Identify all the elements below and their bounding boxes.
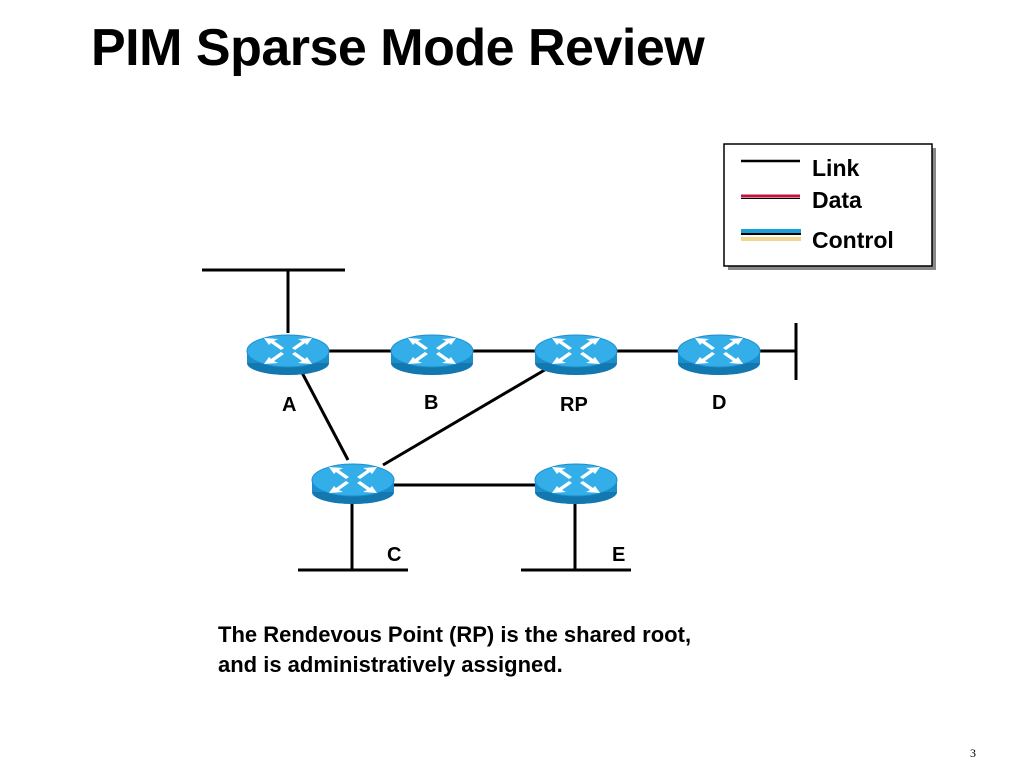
router-rp-label: RP [560, 394, 588, 416]
router-b-label: B [424, 392, 438, 414]
router-a-label: A [282, 394, 296, 416]
router-d-label: D [712, 392, 726, 414]
router-icon [390, 334, 474, 376]
router-d: D [677, 334, 761, 414]
router-icon [311, 463, 395, 505]
legend-data-label: Data [812, 187, 862, 213]
legend-control-swatch-blue [741, 229, 801, 233]
router-c: C [311, 463, 401, 566]
page-title: PIM Sparse Mode Review [91, 19, 705, 77]
router-icon [246, 334, 330, 376]
router-icon [534, 463, 618, 505]
router-c-label: C [387, 544, 401, 566]
legend-box [723, 143, 933, 267]
caption: The Rendevous Point (RP) is the shared r… [218, 620, 818, 680]
legend-link-label: Link [812, 155, 859, 181]
caption-line-2: and is administratively assigned. [218, 652, 563, 677]
legend-control-swatch-edge [741, 233, 801, 235]
page-number: 3 [970, 746, 976, 760]
legend-control-label: Control [812, 227, 894, 253]
router-icon [677, 334, 761, 376]
router-b: B [390, 334, 474, 414]
router-rp: RP [534, 334, 618, 416]
router-e: E [534, 463, 625, 566]
legend-control-swatch-yellow [741, 237, 801, 241]
link-rp-c [382, 366, 549, 467]
router-icon [534, 334, 618, 376]
caption-line-1: The Rendevous Point (RP) is the shared r… [218, 622, 692, 647]
router-e-label: E [612, 544, 625, 566]
router-a: A [246, 334, 330, 416]
legend: Link Data Control [723, 143, 936, 270]
links [202, 268, 798, 572]
link-a-c [296, 364, 350, 461]
